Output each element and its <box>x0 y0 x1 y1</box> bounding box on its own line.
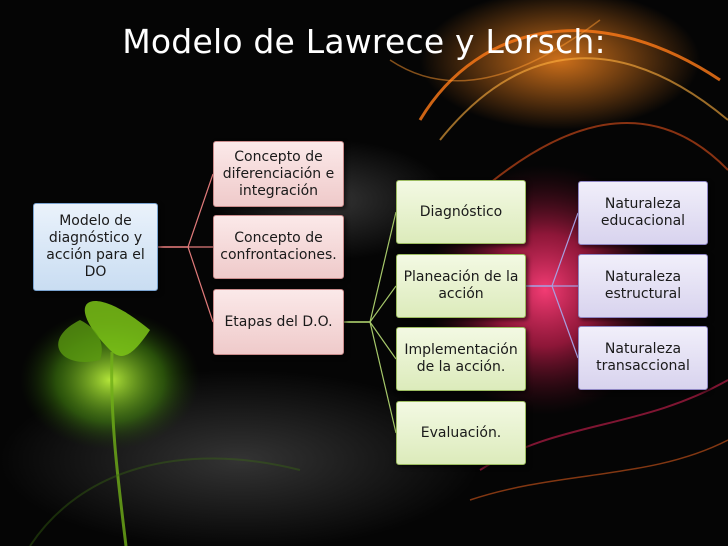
node-concepto-confrontaciones-label: Concepto de confrontaciones. <box>220 230 337 263</box>
connector-root-to-concept-1 <box>158 173 214 248</box>
node-concepto-diferenciacion-label: Concepto de diferenciación e integración <box>222 148 335 199</box>
connector-etapas-to-diagnostico <box>344 211 397 323</box>
node-naturaleza-transaccional: Naturaleza transaccional <box>578 326 708 390</box>
node-naturaleza-educacional-label: Naturaleza educacional <box>600 196 686 229</box>
connector-planeacion-to-transaccional <box>526 285 579 359</box>
connector-etapas-to-implementacion <box>344 321 397 360</box>
node-evaluacion: Evaluación. <box>396 401 526 465</box>
slide-title: Modelo de Lawrece y Lorsch: <box>122 22 606 61</box>
node-naturaleza-estructural: Naturaleza estructural <box>578 254 708 318</box>
connector-etapas-to-evaluacion <box>344 321 397 434</box>
node-concepto-diferenciacion: Concepto de diferenciación e integración <box>213 141 344 207</box>
node-concepto-confrontaciones: Concepto de confrontaciones. <box>213 215 344 279</box>
connector-planeacion-to-educacional <box>526 212 579 287</box>
node-naturaleza-educacional: Naturaleza educacional <box>578 181 708 245</box>
node-root: Modelo de diagnóstico y acción para el D… <box>33 203 158 291</box>
node-implementacion: Implementación de la acción. <box>396 327 526 391</box>
node-evaluacion-label: Evaluación. <box>420 424 502 441</box>
node-etapas-do-label: Etapas del D.O. <box>224 313 333 330</box>
node-diagnostico: Diagnóstico <box>396 180 526 244</box>
node-naturaleza-transaccional-label: Naturaleza transaccional <box>596 341 690 374</box>
node-root-label: Modelo de diagnóstico y acción para el D… <box>46 213 145 280</box>
connector-root-to-etapas <box>158 246 214 323</box>
node-planeacion: Planeación de la acción <box>396 254 526 318</box>
node-etapas-do: Etapas del D.O. <box>213 289 344 355</box>
node-diagnostico-label: Diagnóstico <box>419 203 503 220</box>
connector-etapas-to-planeacion <box>344 285 397 323</box>
node-planeacion-label: Planeación de la acción <box>403 269 519 302</box>
node-implementacion-label: Implementación de la acción. <box>404 342 518 375</box>
node-naturaleza-estructural-label: Naturaleza estructural <box>604 269 682 302</box>
